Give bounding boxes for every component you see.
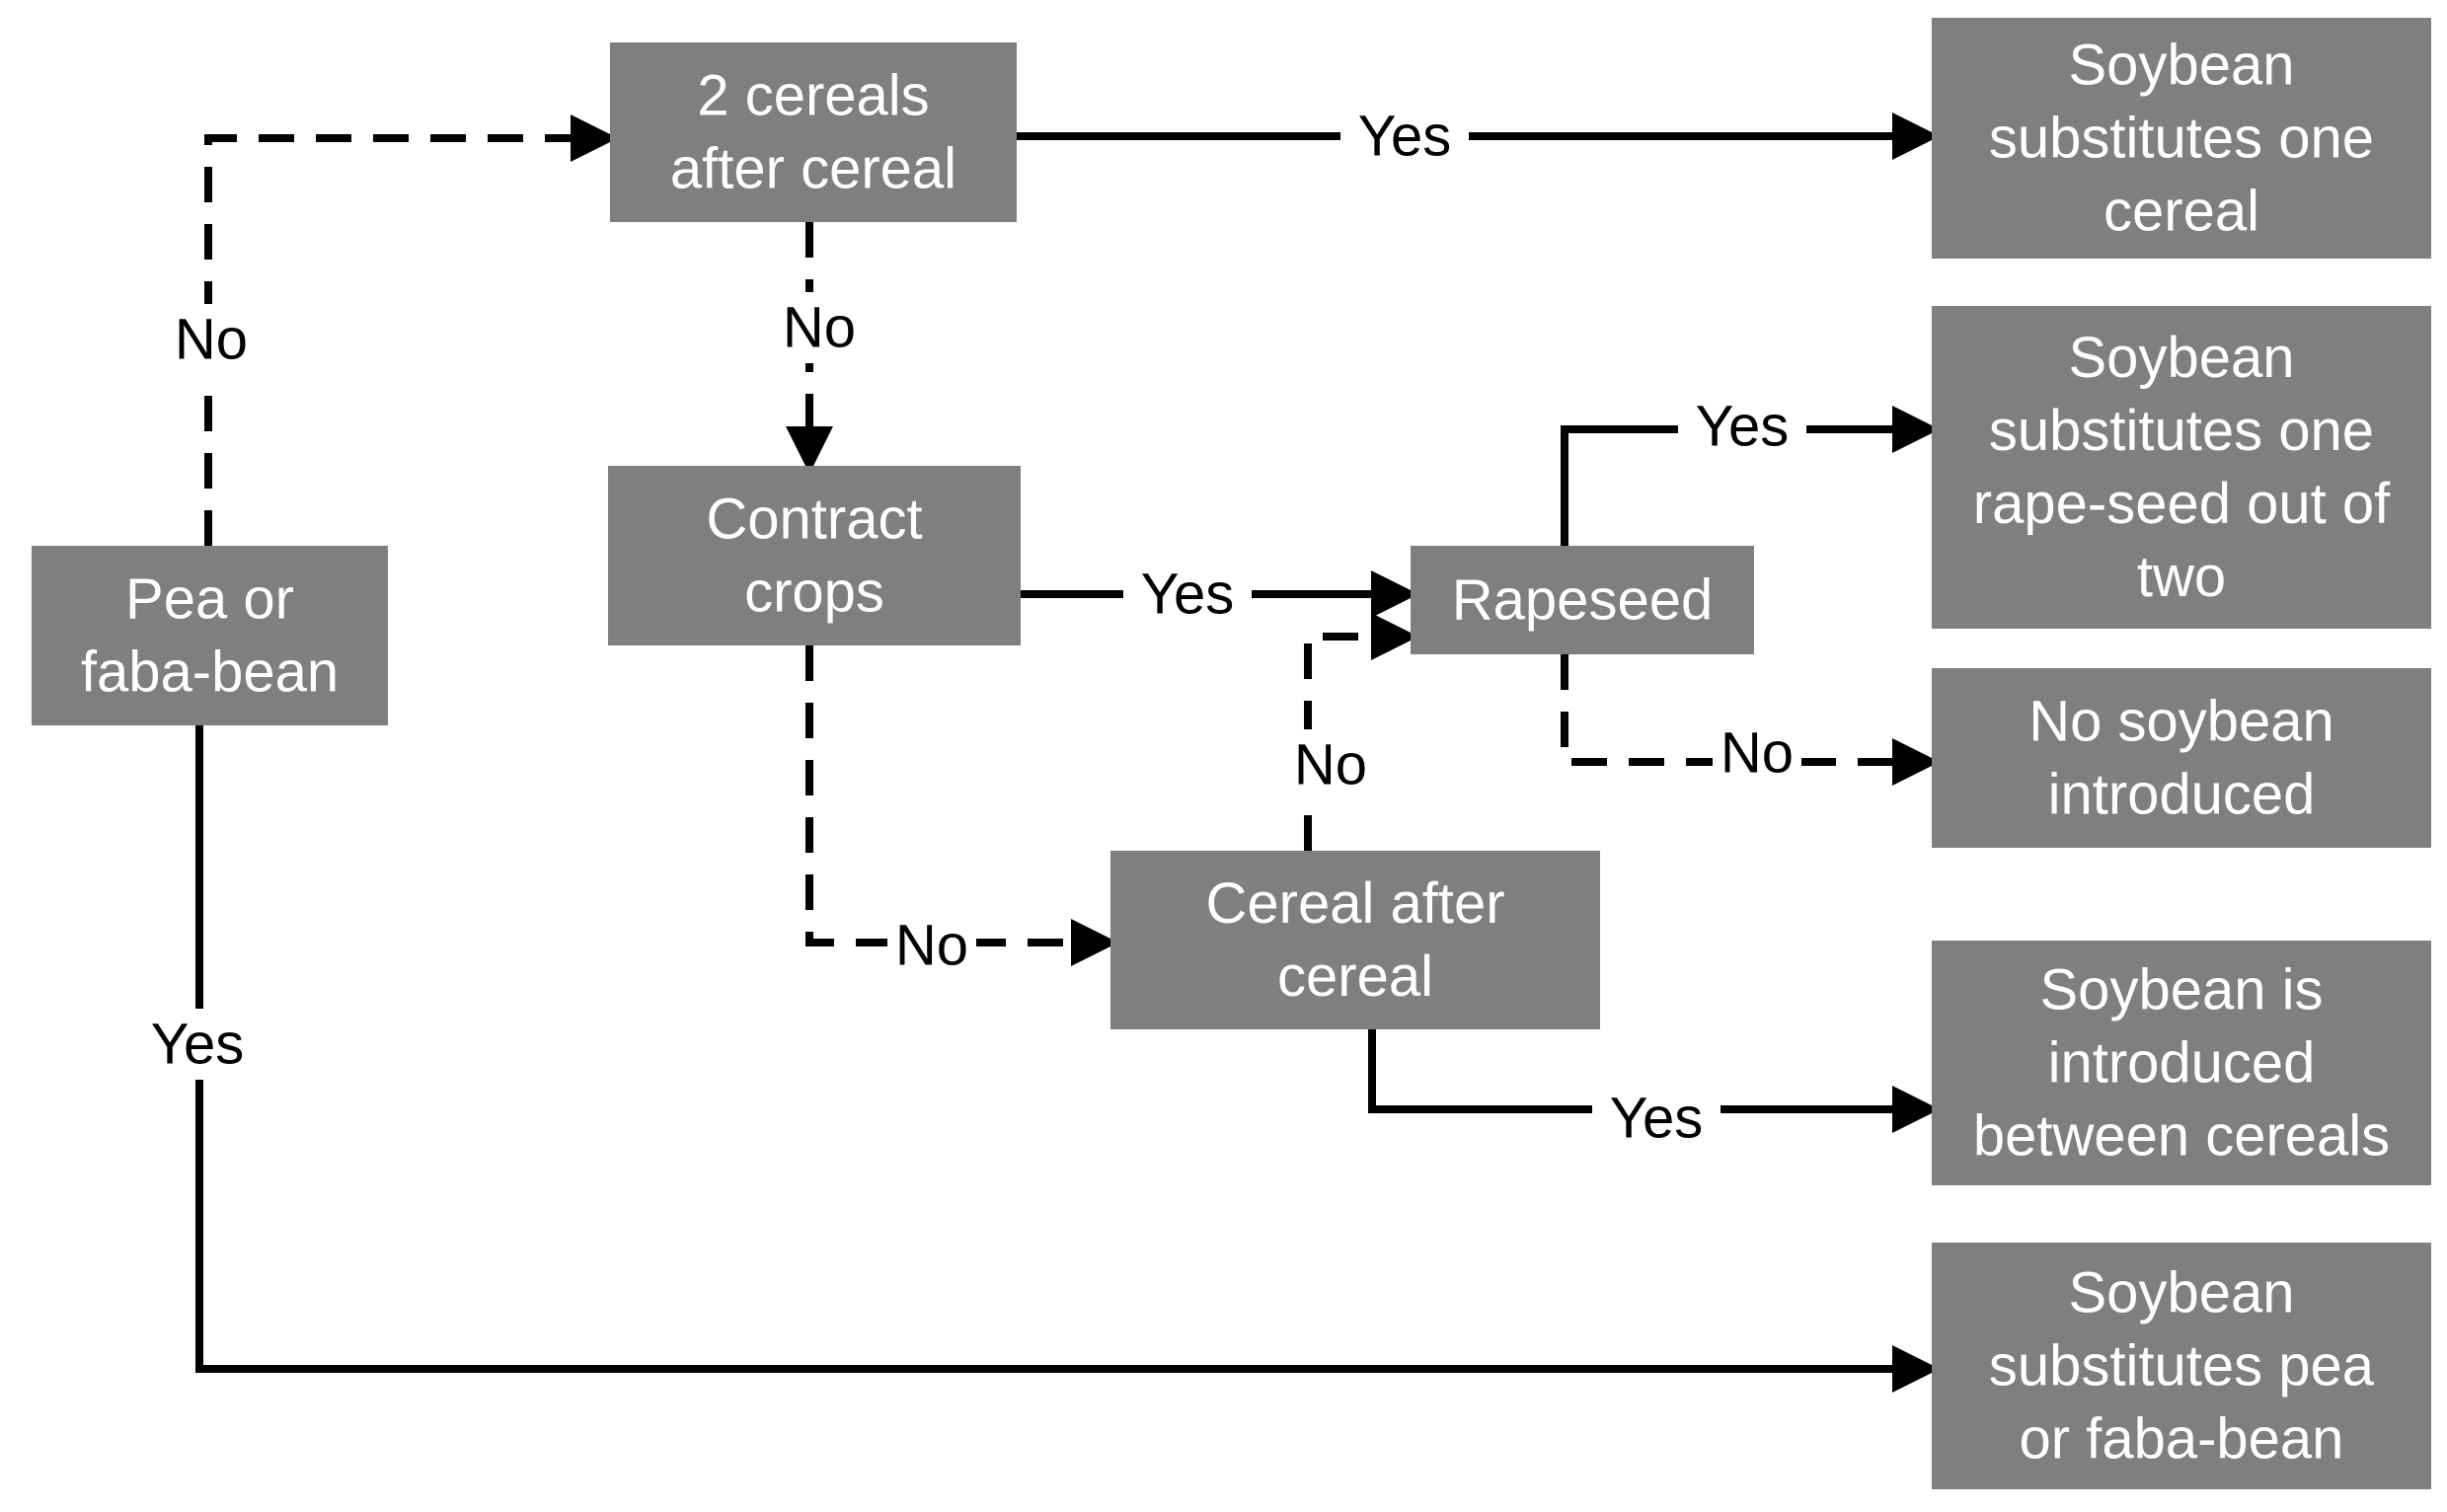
node-text-line: cereal bbox=[2103, 180, 2259, 244]
edge-label-rapeseed-no: No bbox=[1721, 721, 1794, 786]
node-text-line: after cereal bbox=[670, 137, 956, 201]
node-out-substitutes-rapeseed: Soybean substitutes one rape-seed out of tw… bbox=[1932, 306, 2431, 629]
node-text-line: No soybean bbox=[2028, 690, 2334, 754]
node-text-line: substitutes one bbox=[1989, 399, 2374, 463]
edge-label-bg bbox=[1713, 718, 1801, 789]
edge-label-bg bbox=[887, 910, 976, 981]
node-text-line: cereal bbox=[1277, 945, 1433, 1009]
edge-cereal-yes bbox=[1368, 1029, 1940, 1133]
node-box bbox=[1932, 668, 2431, 848]
edge-label-two-cereals-no: No bbox=[783, 296, 856, 360]
node-box bbox=[1932, 941, 2431, 1185]
node-text-line: substitutes pea bbox=[1989, 1334, 2375, 1399]
node-box bbox=[610, 42, 1017, 222]
node-cereal-after-cereal: Cereal after cereal bbox=[1110, 851, 1600, 1029]
edge-label-rapeseed-yes: Yes bbox=[1696, 395, 1790, 459]
edge-label-contract-yes: Yes bbox=[1141, 563, 1235, 627]
node-box bbox=[1932, 1243, 2431, 1489]
node-box bbox=[32, 546, 388, 725]
edge-contract-no bbox=[805, 645, 1118, 966]
edge-label-bg bbox=[1592, 1083, 1721, 1154]
node-out-substitutes-pea: Soybean substitutes pea or faba-bean bbox=[1932, 1243, 2431, 1489]
node-text-line: Soybean is bbox=[2040, 958, 2324, 1022]
node-text-line: faba-bean bbox=[81, 641, 339, 705]
edge-label-two-cereals-yes: Yes bbox=[1358, 105, 1452, 169]
node-pea-faba: Pea or faba-bean bbox=[32, 546, 388, 725]
edge-label-pea-no: No bbox=[175, 308, 248, 372]
node-text-line: between cereals bbox=[1973, 1104, 2390, 1169]
edge-label-bg bbox=[1678, 391, 1806, 462]
edge-label-cereal-yes: Yes bbox=[1610, 1087, 1704, 1151]
edge-label-bg bbox=[1123, 559, 1252, 630]
node-text-line: rape-seed out of bbox=[1973, 472, 2391, 536]
node-text-line: Contract bbox=[706, 488, 922, 552]
node-text-line: Soybean bbox=[2069, 326, 2295, 390]
node-text-line: two bbox=[2137, 545, 2226, 609]
node-text-line: Soybean bbox=[2069, 34, 2295, 98]
edge-rapeseed-no bbox=[1561, 654, 1940, 786]
node-text-line: Rapeseed bbox=[1452, 568, 1713, 633]
edge-label-contract-no: No bbox=[895, 914, 968, 978]
node-two-cereals: 2 cereals after cereal bbox=[610, 42, 1017, 222]
edge-label-pea-yes: Yes bbox=[151, 1013, 245, 1077]
edge-pea-yes bbox=[195, 725, 1940, 1393]
node-out-substitutes-cereal: Soybean substitutes one cereal bbox=[1932, 18, 2431, 259]
node-contract-crops: Contract crops bbox=[608, 466, 1021, 645]
node-text-line: or faba-bean bbox=[2020, 1407, 2344, 1472]
node-box bbox=[1932, 306, 2431, 629]
edge-pea-no bbox=[204, 114, 618, 546]
edge-rapeseed-yes bbox=[1561, 406, 1940, 546]
node-box bbox=[1110, 851, 1600, 1029]
node-text-line: Cereal after bbox=[1205, 871, 1504, 936]
node-text-line: Pea or bbox=[125, 567, 294, 632]
node-text-line: substitutes one bbox=[1989, 107, 2374, 171]
edge-label-cereal-no: No bbox=[1294, 733, 1367, 797]
node-out-no-soybean: No soybean introduced bbox=[1932, 668, 2431, 848]
node-box bbox=[1932, 18, 2431, 259]
node-text-line: crops bbox=[744, 561, 884, 625]
node-rapeseed: Rapeseed bbox=[1411, 546, 1754, 654]
node-box bbox=[1411, 546, 1754, 654]
edge-label-bg bbox=[167, 304, 256, 375]
edge-label-bg bbox=[143, 1009, 252, 1080]
node-box bbox=[608, 466, 1021, 645]
edge-label-bg bbox=[1286, 729, 1375, 800]
edge-label-bg bbox=[775, 292, 864, 363]
node-text-line: Soybean bbox=[2069, 1261, 2295, 1325]
node-text-line: introduced bbox=[2048, 1031, 2316, 1096]
edges bbox=[195, 113, 1940, 1393]
node-text-line: 2 cereals bbox=[697, 64, 929, 128]
node-out-between-cereals: Soybean is introduced between cereals bbox=[1932, 941, 2431, 1185]
node-text-line: introduced bbox=[2048, 763, 2316, 827]
edge-label-bg bbox=[1340, 101, 1469, 172]
